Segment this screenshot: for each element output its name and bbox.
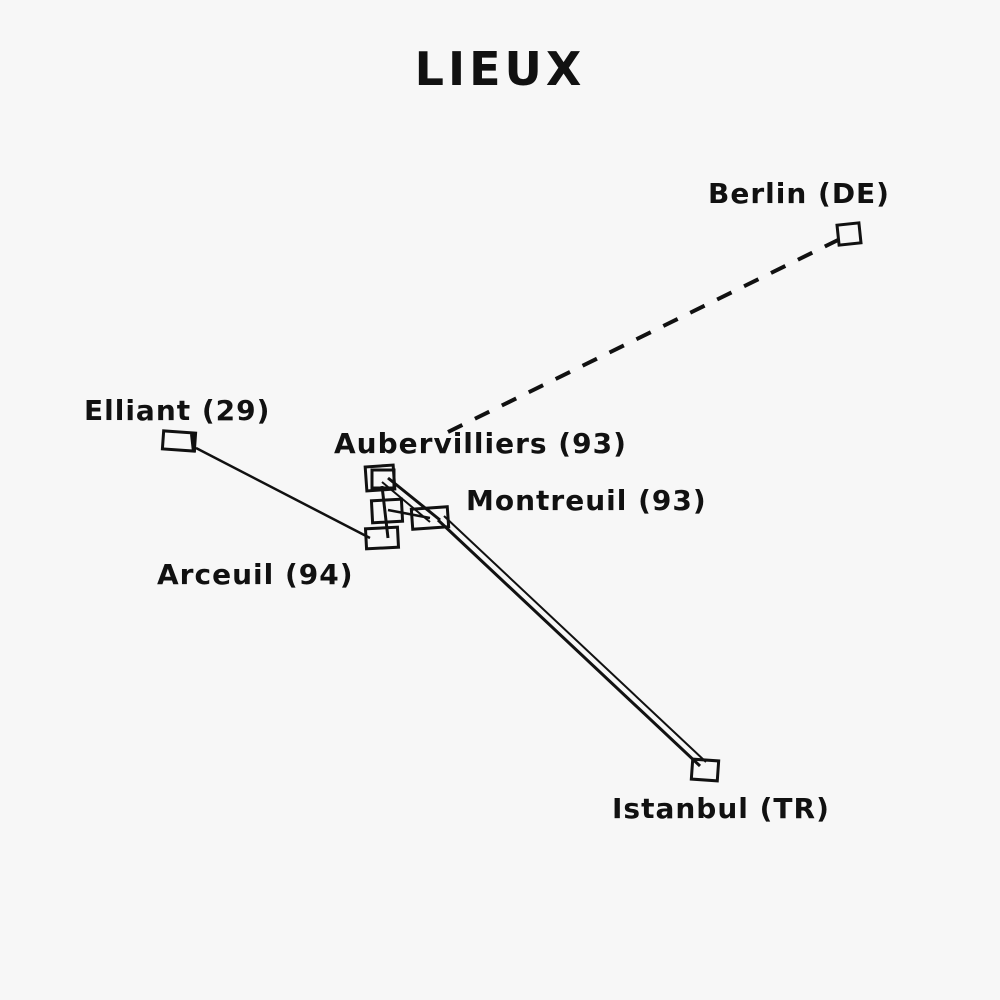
label-aubervilliers: Aubervilliers (93) [334, 427, 627, 460]
edge-aubervilliers-montreuil [387, 476, 441, 522]
node-aubervilliers [363, 463, 397, 493]
node-arceuil [363, 525, 401, 551]
label-arceuil: Arceuil (94) [157, 558, 354, 591]
edge-aubervilliers-arceuil [380, 485, 390, 539]
edge-montreuil-istanbul [436, 518, 702, 768]
label-istanbul: Istanbul (TR) [612, 792, 830, 825]
node-elliant [160, 429, 198, 453]
node-montreuil [409, 505, 451, 531]
node-istanbul [689, 757, 721, 783]
label-elliant: Elliant (29) [84, 394, 270, 427]
edge-center-montreuil [387, 508, 431, 520]
edge-elliant-arceuil [195, 446, 371, 540]
edge-montreuil-istanbul-second [443, 515, 707, 763]
label-berlin: Berlin (DE) [708, 177, 890, 210]
node-berlin [835, 221, 863, 247]
edge-aubervilliers-berlin [447, 238, 839, 434]
node-center [369, 497, 405, 525]
page-title: LIEUX [414, 42, 586, 96]
label-montreuil: Montreuil (93) [466, 484, 707, 517]
